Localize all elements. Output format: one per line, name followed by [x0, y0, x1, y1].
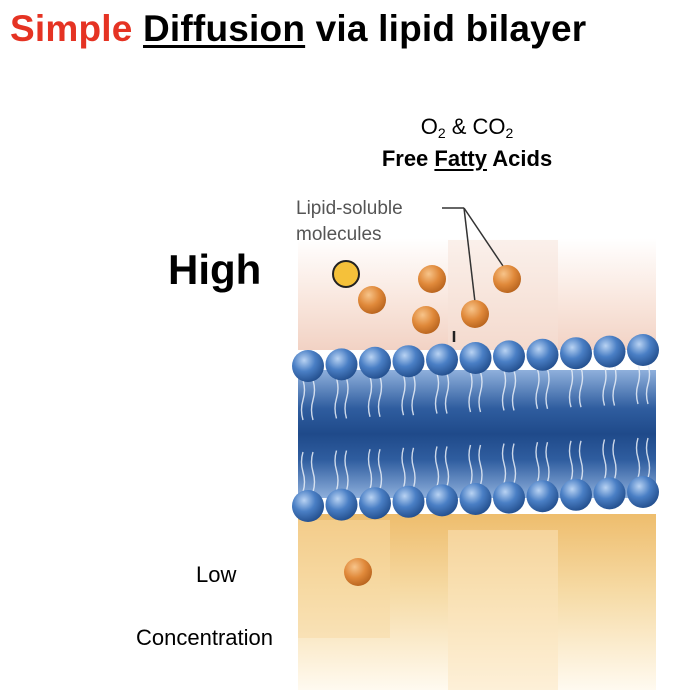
fatty-acid-tail	[535, 441, 540, 483]
phospholipid-head-outer	[627, 334, 659, 366]
gas-molecules-label: O2 & CO2	[420, 114, 514, 141]
phospholipid-heads-outer	[292, 334, 659, 382]
phospholipid-head-outer	[392, 345, 425, 378]
fatty-acid-tail	[612, 365, 617, 406]
fatty-acid-tail	[434, 446, 440, 487]
lipid-soluble-molecule	[358, 286, 386, 314]
low-concentration-label: Low	[196, 562, 237, 587]
title-word-diffusion: Diffusion	[143, 8, 306, 49]
fatty-acid-tail	[468, 444, 473, 486]
fatty-acid-tail	[300, 379, 306, 421]
concentration-label: Concentration	[136, 625, 273, 650]
fatty-acids-label: Free Fatty Acids	[381, 146, 553, 171]
fatty-acid-tail	[377, 376, 383, 418]
phospholipid-head-inner	[392, 485, 425, 518]
fatty-acid-tail	[602, 439, 607, 480]
phospholipid-head-outer	[292, 350, 324, 382]
fatty-acid-tail	[401, 447, 406, 489]
fatty-acid-tail	[310, 379, 316, 421]
fatty-acid-tail	[334, 378, 339, 419]
lipid-soluble-molecule	[493, 265, 521, 293]
fatty-acid-tail	[568, 440, 574, 482]
fatty-acid-tail	[468, 371, 473, 413]
fatty-acid-tail	[478, 444, 483, 486]
fatty-acid-tail	[635, 437, 641, 479]
phospholipid-heads-inner	[292, 476, 659, 522]
phospholipid-head-inner	[560, 478, 592, 511]
title-rest: via lipid bilayer	[315, 8, 587, 49]
fatty-acid-tail	[310, 451, 316, 493]
lipid-soluble-label: Lipid-soluble molecules	[296, 198, 403, 245]
fatty-acid-tail	[411, 447, 416, 489]
fatty-acid-tail	[434, 373, 440, 414]
fatty-acid-tail	[411, 374, 416, 416]
fatty-acid-tail	[444, 446, 450, 487]
phospholipid-head-outer	[560, 337, 592, 370]
fatty-acid-tail	[578, 366, 584, 408]
fatty-acid-tail	[334, 450, 339, 491]
fatty-acid-tail	[501, 443, 507, 484]
fatty-acid-tail	[401, 374, 406, 416]
phospholipid-head-outer	[593, 335, 626, 368]
fatty-acid-tail	[478, 371, 483, 413]
fatty-acid-tail	[645, 437, 651, 479]
phospholipid-head-inner	[627, 476, 659, 508]
fatty-acid-tail	[545, 368, 550, 410]
fatty-acid-tail	[300, 451, 306, 493]
fatty-acid-tail	[344, 450, 349, 491]
label-pointer-line	[463, 207, 476, 303]
fatty-acid-tail	[367, 448, 373, 490]
fatty-acid-tail	[535, 368, 540, 410]
phospholipid-head-inner	[459, 483, 492, 515]
lipid-soluble-molecule	[418, 265, 446, 293]
phospholipid-head-inner	[359, 487, 391, 520]
lipid-tails	[300, 363, 651, 493]
fatty-acid-tail	[545, 441, 550, 483]
fatty-acid-tail	[511, 443, 517, 484]
phospholipid-head-outer	[493, 340, 525, 373]
phospholipid-head-inner	[325, 488, 358, 521]
fatty-acid-tail	[568, 366, 574, 408]
phospholipid-head-outer	[526, 338, 559, 371]
phospholipid-head-inner	[593, 477, 626, 510]
fatty-acid-tail	[344, 378, 349, 419]
phospholipid-head-outer	[359, 346, 391, 379]
phospholipid-head-inner	[426, 484, 458, 517]
fatty-acid-tail	[645, 363, 651, 405]
lipid-soluble-molecule	[344, 558, 372, 586]
phospholipid-head-outer	[459, 342, 492, 374]
high-concentration-label: High	[168, 246, 262, 293]
phospholipid-head-outer	[325, 348, 358, 381]
fatty-acid-tail	[501, 370, 507, 411]
fatty-acid-tail	[367, 376, 373, 418]
fatty-acid-tail	[578, 440, 584, 482]
phospholipid-head-inner	[493, 481, 525, 514]
fatty-acid-tail	[602, 365, 607, 406]
phospholipid-head-inner	[292, 490, 324, 522]
title-word-simple: Simple	[10, 8, 133, 49]
fatty-acid-tail	[511, 370, 517, 411]
fatty-acid-tail	[444, 373, 450, 414]
lipid-soluble-molecule	[461, 300, 489, 328]
phospholipid-head-outer	[426, 343, 458, 376]
label-pointer-line	[463, 207, 504, 267]
phospholipid-head-inner	[526, 480, 559, 513]
fatty-acid-tail	[612, 439, 617, 480]
fatty-acid-tail	[377, 448, 383, 490]
highlight-molecule	[332, 260, 360, 288]
lipid-bilayer-core	[298, 370, 656, 498]
page-title: Simple Diffusion via lipid bilayer	[10, 8, 586, 50]
lipid-soluble-molecule	[412, 306, 440, 334]
fatty-acid-tail	[635, 363, 641, 405]
